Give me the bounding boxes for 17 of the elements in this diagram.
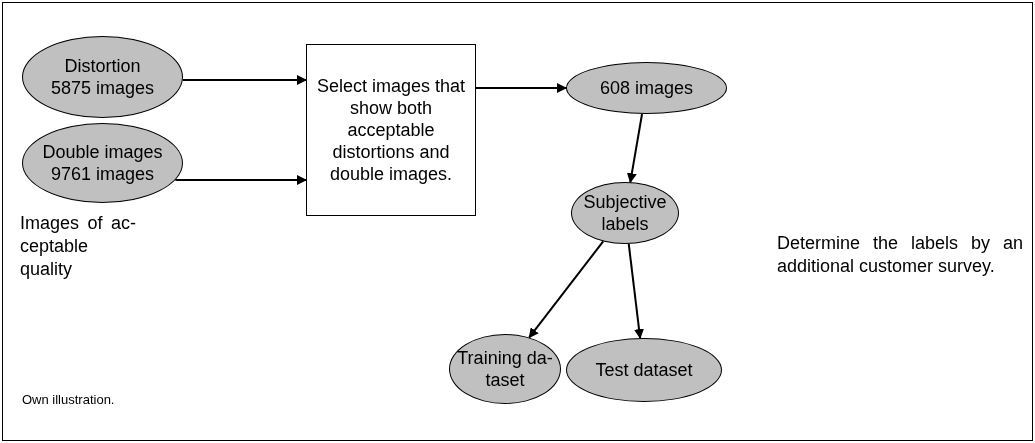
note-text: Determine the labels by an additional customer survey. — [777, 232, 1023, 278]
node-text: 608 images — [598, 77, 695, 99]
node-text: Test dataset — [594, 359, 694, 381]
arrow — [528, 240, 605, 339]
arrow — [626, 112, 644, 184]
arrow — [627, 242, 644, 340]
note-text: Images of ac- ceptable quality — [20, 212, 136, 281]
caption: Own illustration. — [22, 392, 115, 407]
arrow — [181, 75, 307, 85]
arrow — [174, 175, 307, 185]
node-text: Subjective labels — [582, 191, 668, 235]
node-text: Select images that show both acceptable distortions and double images. — [315, 75, 467, 185]
arrow — [475, 83, 567, 93]
process-box — [306, 44, 476, 216]
node-text: Training da- taset — [456, 347, 554, 391]
node-text: Distortion 5875 images — [49, 55, 156, 99]
node-text: Double images 9761 images — [41, 141, 164, 185]
